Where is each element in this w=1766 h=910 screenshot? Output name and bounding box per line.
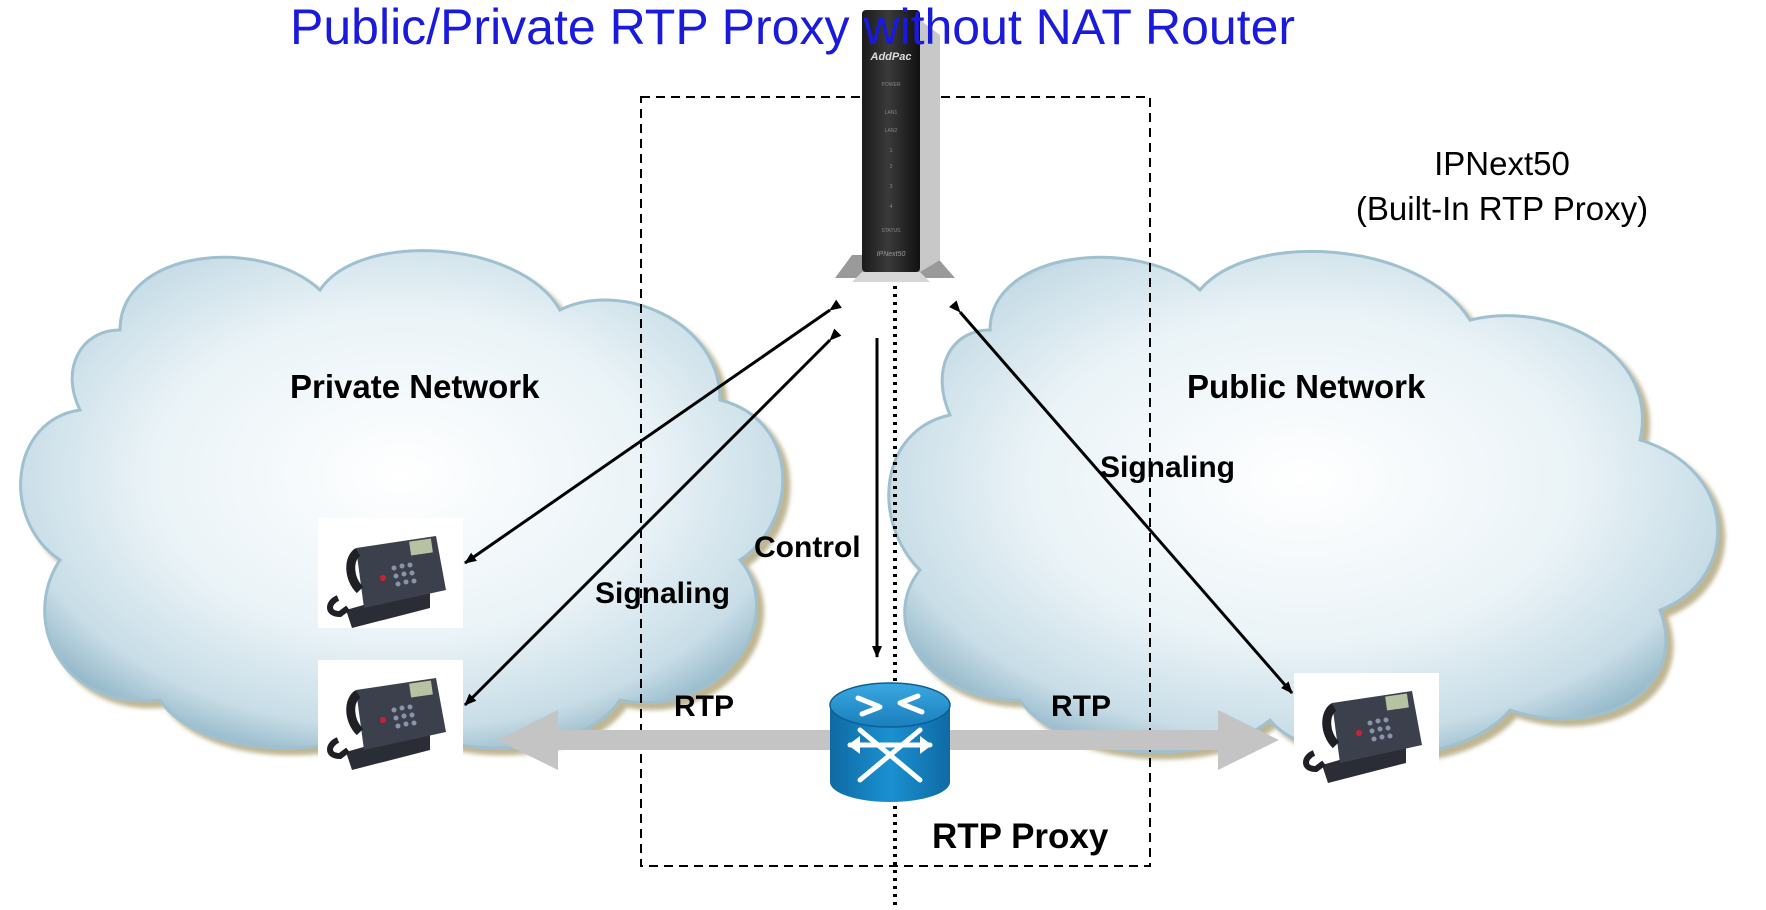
ip-phone-icon: [318, 518, 463, 628]
device-led-label: LAN1: [885, 110, 898, 116]
device-name-label: IPNext50: [1434, 145, 1570, 182]
rtp-proxy-label: RTP Proxy: [932, 817, 1109, 856]
signaling-arrow-public: [949, 300, 1294, 694]
public-network-label: Public Network: [1187, 368, 1426, 405]
ip-phone-icon: [1294, 673, 1439, 788]
control-label: Control: [754, 531, 861, 564]
rtp-label-right: RTP: [1051, 690, 1111, 723]
device-led-label: STATUS: [882, 228, 902, 234]
device-led-label: POWER: [882, 82, 901, 88]
signaling-label-public: Signaling: [1100, 451, 1235, 484]
page-title: Public/Private RTP Proxy without NAT Rou…: [290, 0, 1295, 55]
device-subtitle-label: (Built-In RTP Proxy): [1356, 190, 1648, 227]
signaling-arrow-phone2: [463, 328, 842, 707]
ip-phone-icon: [318, 660, 463, 775]
device-led-label: 4: [890, 204, 893, 210]
private-network-label: Private Network: [290, 368, 540, 405]
ipnext50-device-icon: AddPac POWER LAN1 LAN2 1 2 3 4 STATUS IP…: [835, 10, 955, 282]
device-led-label: 3: [890, 184, 893, 190]
rtp-proxy-router-icon: [829, 682, 951, 802]
signaling-label-private: Signaling: [595, 577, 730, 610]
rtp-label-left: RTP: [674, 690, 734, 723]
device-brand-text: AddPac: [870, 51, 912, 63]
device-model-text: IPNext50: [877, 251, 906, 258]
device-led-label: LAN2: [885, 128, 898, 134]
device-led-label: 2: [890, 164, 893, 170]
device-led-label: 1: [890, 148, 893, 154]
